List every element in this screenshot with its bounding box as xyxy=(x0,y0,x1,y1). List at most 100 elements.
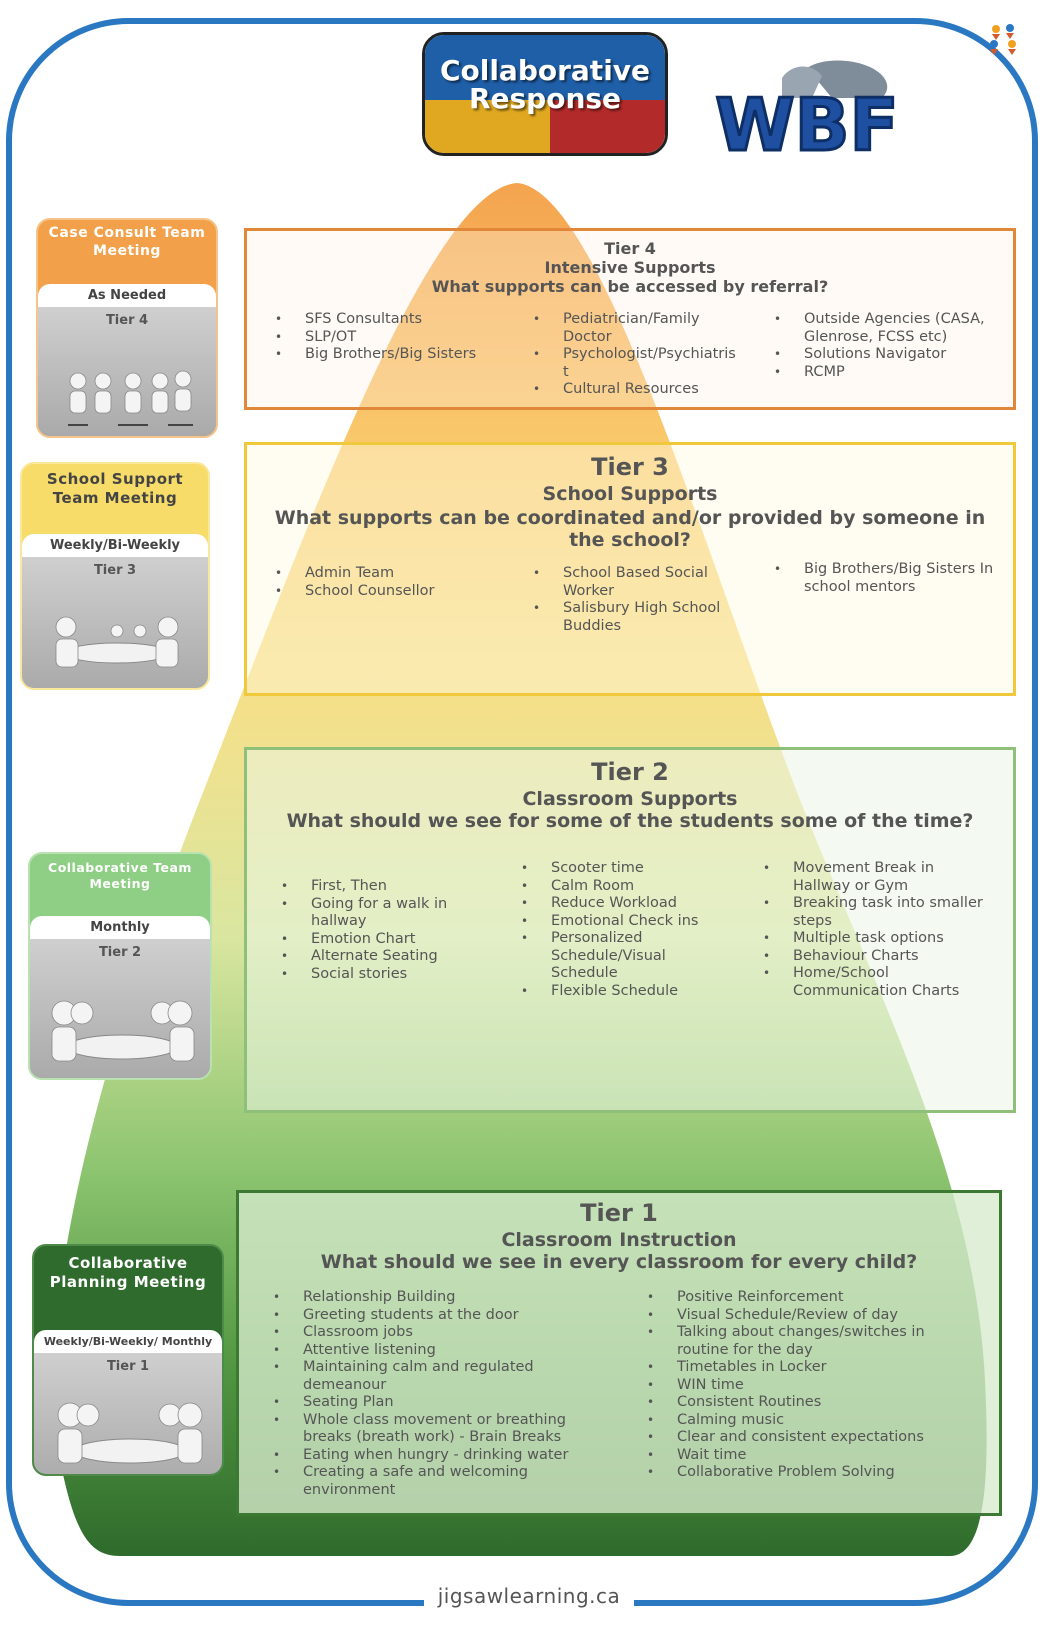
list-item: Scooter time xyxy=(517,860,722,878)
list-item: Big Brothers/Big Sisters xyxy=(271,346,511,364)
list-item: School Counsellor xyxy=(271,583,511,601)
list-item: Solutions Navigator xyxy=(770,346,1005,364)
card-case-photo: Tier 4 xyxy=(38,307,216,436)
list-item: Movement Break in Hallway or Gym xyxy=(759,860,994,895)
list-item: Seating Plan xyxy=(269,1394,589,1412)
tier4-col-3: Outside Agencies (CASA, Glenrose, FCSS e… xyxy=(770,311,1005,381)
list-item: Pediatrician/Family Doctor xyxy=(529,311,744,346)
card-collab-plan-title: Collaborative Planning Meeting xyxy=(49,1254,207,1291)
tier2-col-1: First, ThenGoing for a walk in hallwayEm… xyxy=(277,878,482,983)
tier2-subtitle: Classroom Supports xyxy=(522,788,738,810)
tier3-title: Tier 3 xyxy=(591,453,669,481)
tier1-title: Tier 1 xyxy=(580,1199,658,1227)
list-item: Wait time xyxy=(643,1447,963,1465)
list-item: Relationship Building xyxy=(269,1289,589,1307)
list-item: Classroom jobs xyxy=(269,1324,589,1342)
meeting-figures-icon xyxy=(57,1402,203,1464)
tier3-col-2: School Based Social WorkerSalisbury High… xyxy=(529,565,744,635)
card-school-tier: Tier 3 xyxy=(93,563,137,578)
tier1-col-2: Positive ReinforcementVisual Schedule/Re… xyxy=(643,1289,963,1482)
list-item: Cultural Resources xyxy=(529,381,744,399)
list-item: Reduce Workload xyxy=(517,895,722,913)
logo-line1: Collaborative xyxy=(439,54,651,87)
list-item: Home/School Communication Charts xyxy=(759,965,994,1000)
card-school-support: School Support Team Meeting Weekly/Bi-We… xyxy=(20,462,210,690)
list-item: SLP/OT xyxy=(271,329,511,347)
meeting-figures-icon xyxy=(68,370,193,426)
card-collab-plan-tier: Tier 1 xyxy=(106,1359,150,1374)
footer-url[interactable]: jigsawlearning.ca xyxy=(437,1584,621,1608)
card-school-photo: Tier 3 xyxy=(22,557,208,688)
card-collab-plan: Collaborative Planning Meeting Weekly/Bi… xyxy=(32,1244,224,1476)
list-item: Calm Room xyxy=(517,878,722,896)
list-item: Multiple task options xyxy=(759,930,994,948)
card-case-tier: Tier 4 xyxy=(105,313,149,328)
card-school-frequency: Weekly/Bi-Weekly xyxy=(22,534,208,557)
list-item: Clear and consistent expectations xyxy=(643,1429,963,1447)
list-item: Going for a walk in hallway xyxy=(277,896,482,931)
tier3-col-1: Admin TeamSchool Counsellor xyxy=(271,565,511,600)
collaborative-response-logo: Collaborative Response xyxy=(422,32,668,156)
tier2-col-2: Scooter timeCalm RoomReduce WorkloadEmot… xyxy=(517,860,722,1000)
tier2-col-3: Movement Break in Hallway or GymBreaking… xyxy=(759,860,994,1000)
list-item: Consistent Routines xyxy=(643,1394,963,1412)
card-case-consult: Case Consult Team Meeting As Needed Tier… xyxy=(36,218,218,438)
tier4-box: Tier 4 Intensive Supports What supports … xyxy=(244,228,1016,410)
list-item: Timetables in Locker xyxy=(643,1359,963,1377)
tier4-subtitle: Intensive Supports xyxy=(544,258,716,277)
list-item: RCMP xyxy=(770,364,1005,382)
tier3-question: What supports can be coordinated and/or … xyxy=(274,507,986,551)
list-item: Attentive listening xyxy=(269,1342,589,1360)
tier1-box: Tier 1 Classroom Instruction What should… xyxy=(236,1190,1002,1516)
list-item: Eating when hungry - drinking water xyxy=(269,1447,589,1465)
card-collab-plan-frequency: Weekly/Bi-Weekly/ Monthly xyxy=(34,1330,222,1353)
meeting-figures-icon xyxy=(51,1000,195,1062)
list-item: Talking about changes/switches in routin… xyxy=(643,1324,963,1359)
list-item: Creating a safe and welcoming environmen… xyxy=(269,1464,589,1499)
list-item: Outside Agencies (CASA, Glenrose, FCSS e… xyxy=(770,311,1005,346)
list-item: Emotional Check ins xyxy=(517,913,722,931)
tier4-col-1: SFS ConsultantsSLP/OTBig Brothers/Big Si… xyxy=(271,311,511,364)
list-item: Breaking task into smaller steps xyxy=(759,895,994,930)
list-item: School Based Social Worker xyxy=(529,565,744,600)
logo-line2: Response xyxy=(468,82,622,115)
list-item: Psychologist/Psychiatris t xyxy=(529,346,744,381)
tier3-box: Tier 3 School Supports What supports can… xyxy=(244,442,1016,696)
card-case-frequency: As Needed xyxy=(38,284,216,307)
card-school-title: School Support Team Meeting xyxy=(46,470,184,507)
list-item: Maintaining calm and regulated demeanour xyxy=(269,1359,589,1394)
card-collab-team-tier: Tier 2 xyxy=(98,945,142,960)
card-case-title: Case Consult Team Meeting xyxy=(48,225,206,259)
list-item: First, Then xyxy=(277,878,482,896)
tier1-question: What should we see in every classroom fo… xyxy=(320,1251,918,1273)
list-item: SFS Consultants xyxy=(271,311,511,329)
list-item: Alternate Seating xyxy=(277,948,482,966)
list-item: Collaborative Problem Solving xyxy=(643,1464,963,1482)
list-item: Whole class movement or breathing breaks… xyxy=(269,1412,589,1447)
card-collab-team-title: Collaborative Team Meeting xyxy=(48,860,192,891)
list-item: Emotion Chart xyxy=(277,931,482,949)
wbf-logo: WBF xyxy=(712,58,902,169)
list-item: Greeting students at the door xyxy=(269,1307,589,1325)
people-circle-icon xyxy=(990,24,1016,55)
list-item: Salisbury High School Buddies xyxy=(529,600,744,635)
tier1-col-1: Relationship BuildingGreeting students a… xyxy=(269,1289,589,1499)
card-collab-plan-photo: Tier 1 xyxy=(34,1353,222,1474)
tier4-question: What supports can be accessed by referra… xyxy=(431,277,829,296)
card-collab-team-photo: Tier 2 xyxy=(30,939,210,1078)
list-item: Flexible Schedule xyxy=(517,983,722,1001)
tier3-subtitle: School Supports xyxy=(542,483,718,505)
list-item: Big Brothers/Big Sisters In school mento… xyxy=(770,561,1005,596)
wbf-text: WBF xyxy=(715,83,898,162)
tier2-title: Tier 2 xyxy=(591,758,669,786)
meeting-figures-icon xyxy=(55,616,179,668)
list-item: WIN time xyxy=(643,1377,963,1395)
tier2-box: Tier 2 Classroom Supports What should we… xyxy=(244,747,1016,1113)
list-item: Admin Team xyxy=(271,565,511,583)
list-item: Social stories xyxy=(277,966,482,984)
list-item: Behaviour Charts xyxy=(759,948,994,966)
list-item: Personalized Schedule/Visual Schedule xyxy=(517,930,722,983)
card-collab-team: Collaborative Team Meeting Monthly Tier … xyxy=(28,852,212,1080)
wbf-crest-icon: WBF xyxy=(714,60,900,169)
tier1-subtitle: Classroom Instruction xyxy=(501,1229,737,1251)
